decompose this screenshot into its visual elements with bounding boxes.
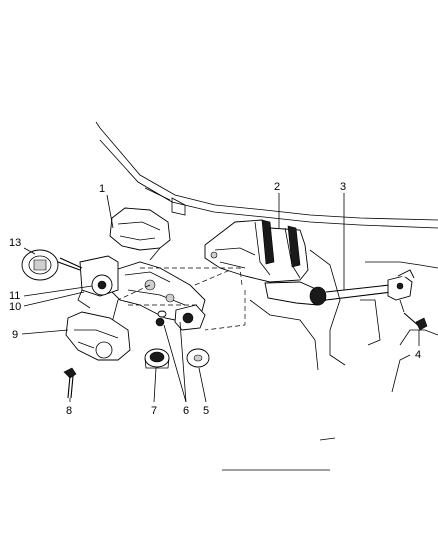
callout-4: 4: [415, 349, 421, 361]
cover-5: [186, 348, 210, 368]
bolt-4: [403, 312, 428, 331]
intermediate-shaft: [264, 269, 415, 313]
instrument-panel-structure: [95, 121, 438, 471]
callout-9: 9: [12, 329, 18, 341]
callout-13: 13: [9, 237, 21, 249]
ignition-switch: [144, 348, 170, 369]
callout-7: 7: [151, 405, 157, 417]
steering-column-bracket: [204, 219, 309, 283]
callout-1: 1: [99, 183, 105, 195]
lock-cylinder-housing: [155, 310, 167, 327]
callout-6: 6: [183, 405, 189, 417]
clockspring: [21, 249, 59, 281]
bolt-8: [63, 367, 77, 399]
callout-3: 3: [340, 181, 346, 193]
multifunction-switch: [57, 255, 119, 309]
phantom-lines: [117, 267, 246, 331]
upper-shroud: [109, 207, 171, 261]
callout-10: 10: [9, 301, 21, 313]
lower-shroud: [65, 311, 131, 361]
callout-11: 11: [9, 290, 20, 302]
leader-lines: [21, 193, 420, 403]
callout-2: 2: [274, 181, 280, 193]
callout-5: 5: [203, 405, 209, 417]
callout-8: 8: [66, 405, 72, 417]
